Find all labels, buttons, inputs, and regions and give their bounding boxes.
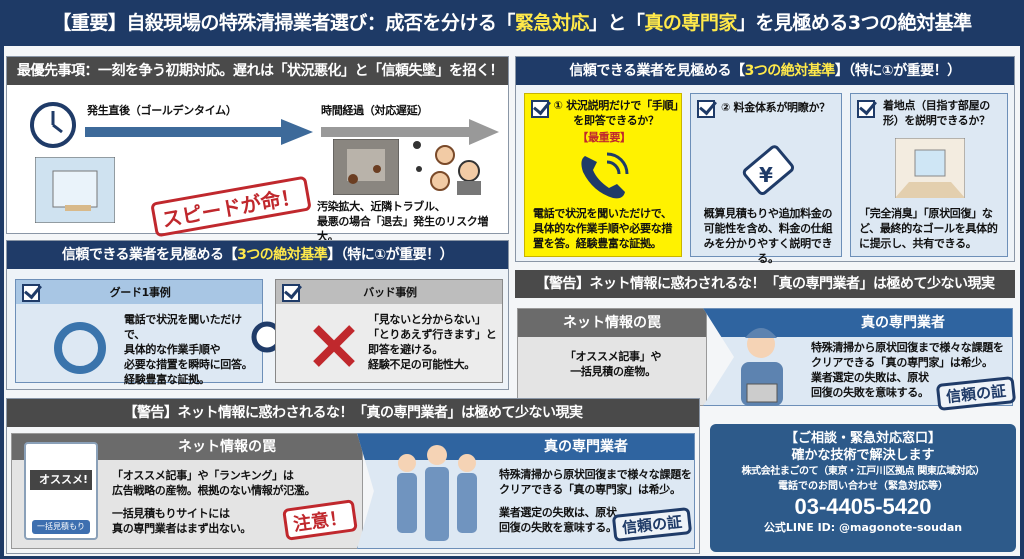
warning-panel-right: 【警告】ネット情報に惑わされるな！「真の専門業者」は極めて少ない現実 ネット情報… [515, 270, 1017, 414]
checkbox-icon [22, 284, 40, 302]
cases-panel: 信頼できる業者を見極める【3つの絶対基準】（特に①が重要！） グード1事例 電話… [6, 240, 509, 390]
criterion-title: 着地点（目指す部屋の形）を説明できるか？ [883, 99, 990, 127]
phone-label: 電話でのお問い合わせ（緊急対応等） [778, 481, 948, 492]
criterion-body: 電話で状況を聞いただけで、具体的な作業手順や必要な措置を答。経験豊富な証拠。 [533, 207, 673, 250]
bad-case-header [276, 280, 502, 304]
net-trap-title: ネット情報の罠 [518, 309, 706, 337]
priority-panel: 最優先事項：一刻を争う初期対応。遅れは「状況悪化」と「信頼失墜」を招く！ 発生直… [6, 56, 509, 243]
criterion-body: 概算見積もりや追加料金の可能性を含め、料金の仕組みを分かりやすく説明できる。 [703, 207, 833, 265]
checkbox-icon [531, 100, 549, 118]
worker-icon [741, 328, 783, 406]
title-highlight-emergency: 緊急対応 [514, 12, 590, 34]
contact-heading: 【ご相談・緊急対応窓口】 [784, 431, 941, 446]
criterion-title: ① 状況説明だけで「手順」を即答できるか？ [553, 99, 679, 127]
good-case-title: グード1事例 [109, 286, 171, 299]
checkbox-icon [697, 100, 715, 118]
yen-tag-icon: ¥ [742, 145, 795, 195]
true-expert-body: 業者選定の失敗は、原状回復の失敗を意味する。 [499, 506, 617, 534]
delay-label: 時間経過（対応遅延） [321, 104, 428, 117]
contact-box: 【ご相談・緊急対応窓口】 確かな技術で解決します 株式会社まごのて（東京・江戸川… [710, 424, 1016, 552]
true-expert-body: 特殊清掃から原状回復まで様々な課題をクリアできる「真の専門家」は希少。業者選定の… [811, 341, 1004, 399]
good-case-body: 電話で状況を聞いただけで、具体的な作業手順や必要な措置を瞬時に回答。経験豊富な証… [124, 313, 253, 386]
title-text: 」と「 [588, 12, 645, 34]
arrow-gray-icon [321, 119, 499, 145]
speed-stamp: スピードが命！ [150, 175, 312, 238]
good-case-card: グード1事例 電話で状況を聞いただけで、具体的な作業手順や必要な措置を瞬時に回答… [15, 279, 263, 386]
infographic-body: 最優先事項：一刻を争う初期対応。遅れは「状況悪化」と「信頼失墜」を招く！ 発生直… [4, 46, 1020, 556]
criterion-card-1: ① 状況説明だけで「手順」を即答できるか？ 【最重要】 電話で状況を聞いただけで… [524, 93, 682, 257]
company-name: 株式会社まごのて（東京・江戸川区拠点 関東広域対応） [741, 466, 985, 477]
most-important-badge: 【最重要】 [577, 131, 631, 144]
title-text: 【重要】自殺現場の特殊清掃業者選び：成否を分ける「 [52, 12, 515, 34]
risk-text: 最悪の場合「退去」発生のリスク増大。 [317, 215, 489, 243]
risk-text: 汚染拡大、近隣トラブル、 [317, 200, 446, 213]
title-text: 」を見極める3つの絶対基準 [736, 12, 972, 34]
warning-panel-bottom: 【警告】ネット情報に惑わされるな！「真の専門業者」は極めて少ない現実 ネット情報… [6, 398, 700, 554]
bad-case-body: 「見ないと分からない」「とりあえず行きます」と即答を避ける。経験不足の可能性大。 [368, 313, 497, 371]
clean-room-icon [35, 157, 115, 223]
warning-header: 【警告】ネット情報に惑わされるな！「真の専門業者」は極めて少ない現実 [7, 399, 699, 427]
net-trap-body: 「オススメ記事」や一括見積の産物。 [564, 350, 662, 378]
clean-room-icon [895, 138, 965, 198]
contact-tagline: 確かな技術で解決します [791, 448, 935, 463]
criteria-header: 信頼できる業者を見極める【3つの絶対基準】（特に①が重要！） [516, 57, 1014, 85]
title-highlight-expert: 真の専門家 [644, 12, 737, 34]
golden-time-label: 発生直後（ゴールデンタイム） [87, 104, 237, 117]
good-case-header [16, 280, 262, 304]
recommend-badge: オススメ! [30, 470, 92, 490]
svg-text:¥: ¥ [759, 163, 773, 187]
phone-number[interactable]: 03-4405-5420 [794, 494, 932, 519]
checkbox-icon [282, 284, 300, 302]
criterion-body: 「完全消臭」「原状回復」など、最終的なゴールを具体的に提示し、共有できる。 [859, 207, 998, 250]
phone-icon [581, 152, 629, 199]
warning-header: 【警告】ネット情報に惑わされるな！「真の専門業者」は極めて少ない現実 [515, 270, 1015, 298]
net-trap-body: 一括見積もりサイトには真の専門業者はまず出ない。 [112, 507, 252, 535]
circle-ok-icon [54, 322, 106, 374]
neighbors-icon [413, 141, 481, 195]
true-expert-title: 真の専門業者 [358, 434, 694, 460]
clock-icon [30, 102, 76, 148]
workers-team-icon [397, 445, 477, 541]
browser-ad-icon: オススメ! 一括見積もり [24, 442, 98, 540]
true-expert-body: 特殊清掃から原状回復まで様々な課題をクリアできる「真の専門家」は希少。 [499, 468, 692, 496]
net-trap-body: 「オススメ記事」や「ランキング」は広告戦略の産物。根拠のない情報が氾濫。 [112, 469, 316, 497]
cases-header: 信頼できる業者を見極める【3つの絶対基準】（特に①が重要！） [7, 241, 508, 269]
caution-stamp: 注意！ [282, 499, 358, 541]
bad-case-title: バッド事例 [363, 286, 417, 299]
criterion-card-2: ② 料金体系が明瞭か？ ¥ 概算見積もりや追加料金の可能性を含め、料金の仕組みを… [690, 93, 842, 265]
priority-header: 最優先事項：一刻を争う初期対応。遅れは「状況悪化」と「信頼失墜」を招く！ [7, 57, 508, 85]
true-expert-title: 真の専門業者 [704, 309, 1012, 337]
criterion-card-3: 着地点（目指す部屋の形）を説明できるか？ 「完全消臭」「原状回復」など、最終的な… [850, 93, 1008, 257]
net-trap-box: ネット情報の罠 オススメ! 一括見積もり 「オススメ記事」や「ランキング」は広告… [11, 433, 363, 549]
net-trap-box: ネット情報の罠 「オススメ記事」や一括見積の産物。 [517, 308, 707, 406]
arrow-blue-icon [85, 119, 313, 145]
criteria-panel: 信頼できる業者を見極める【3つの絶対基準】（特に①が重要！） ① 状況説明だけで… [515, 56, 1015, 265]
checkbox-icon [857, 100, 875, 118]
page-title: 【重要】自殺現場の特殊清掃業者選び：成否を分ける「緊急対応」と「真の専門家」を見… [0, 0, 1024, 46]
bulk-estimate-button: 一括見積もり [32, 520, 90, 534]
dirty-room-icon [333, 139, 399, 195]
cross-ng-icon [313, 325, 355, 367]
criterion-title: ② 料金体系が明瞭か？ [721, 101, 830, 114]
bad-case-card: バッド事例 「見ないと分からない」「とりあえず行きます」と即答を避ける。経験不足… [275, 279, 503, 383]
line-id[interactable]: 公式LINE ID: @magonote-soudan [763, 521, 963, 534]
